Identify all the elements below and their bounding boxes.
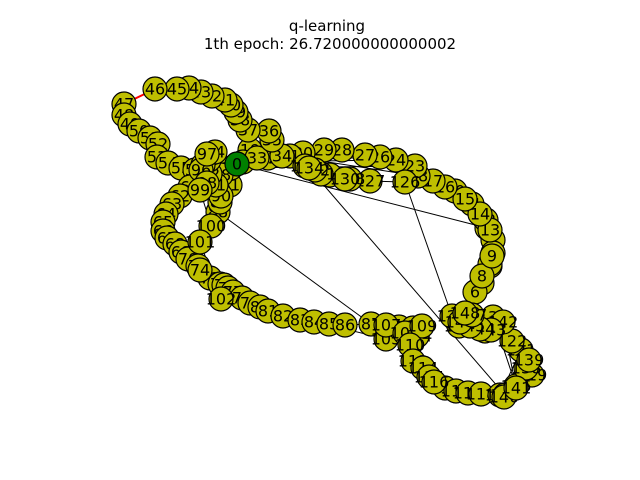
node-label: 102 — [206, 290, 237, 309]
graph-node: 46 — [142, 76, 168, 102]
start-node: 0 — [224, 151, 250, 177]
node-circle — [467, 201, 493, 227]
graph-node: 102 — [206, 286, 237, 312]
graph-node: 148 — [450, 300, 481, 326]
graph-edge — [404, 181, 453, 317]
graph-node: 8 — [469, 263, 495, 289]
node-label: 46 — [145, 80, 165, 99]
graph-node: 74 — [187, 257, 213, 283]
graph-node: 127 — [355, 168, 386, 194]
node-label: 27 — [355, 146, 375, 165]
graph-node: 33 — [244, 145, 270, 171]
node-label: 0 — [232, 155, 242, 174]
graph-node: 109 — [407, 313, 438, 339]
node-label: 6 — [470, 283, 480, 302]
node-circle — [332, 166, 358, 192]
graph-node: 134 — [294, 155, 325, 181]
node-label: 9 — [487, 247, 497, 266]
node-label: 122 — [497, 332, 528, 351]
graph-node: 130 — [330, 166, 361, 192]
node-label: 36 — [259, 122, 279, 141]
node-label: 86 — [335, 316, 355, 335]
graph-node: 86 — [332, 312, 358, 338]
node-circle — [187, 257, 213, 283]
graph-node: 122 — [497, 328, 528, 354]
graph-node: 45 — [164, 76, 190, 102]
node-circle — [503, 375, 529, 401]
node-circle — [469, 263, 495, 289]
graph-node: 36 — [256, 118, 282, 144]
graph-node: 141 — [501, 375, 532, 401]
graph-nodes: 1234567891011121314151617181920212223242… — [111, 75, 547, 410]
node-label: 101 — [185, 233, 216, 252]
graph-node: 27 — [352, 142, 378, 168]
node-circle — [479, 243, 505, 269]
node-label: 134 — [294, 159, 325, 178]
graph-node: 29 — [311, 137, 337, 163]
node-label: 33 — [247, 149, 267, 168]
graph-node: 101 — [185, 229, 216, 255]
node-label: 97 — [197, 145, 217, 164]
node-label: 126 — [390, 173, 421, 192]
node-circle — [187, 177, 213, 203]
node-label: 109 — [407, 317, 438, 336]
node-label: 8 — [477, 267, 487, 286]
graph-node: 9 — [479, 243, 505, 269]
graph-edge — [308, 167, 506, 396]
figure-title: q-learning — [289, 17, 365, 35]
node-label: 14 — [470, 205, 490, 224]
node-circle — [187, 229, 213, 255]
graph-node: 118 — [466, 381, 496, 407]
graph-node: 15 — [452, 186, 478, 212]
node-circle — [332, 312, 358, 338]
graph-node: 116 — [419, 369, 450, 395]
node-circle — [208, 286, 234, 312]
node-label: 29 — [314, 141, 334, 160]
node-circle — [421, 369, 447, 395]
node-label: 116 — [419, 373, 450, 392]
node-label: 45 — [167, 80, 187, 99]
node-label: 127 — [355, 172, 386, 191]
node-label: 141 — [501, 379, 532, 398]
node-circle — [392, 169, 418, 195]
node-label: 139 — [514, 351, 545, 370]
node-circle — [452, 300, 478, 326]
graph-node: 28 — [329, 137, 355, 163]
node-label: 130 — [330, 170, 361, 189]
figure-subtitle: 1th epoch: 26.720000000000002 — [204, 35, 456, 53]
graph-node: 99 — [187, 177, 213, 203]
graph-node: 139 — [514, 347, 545, 373]
node-label: 74 — [190, 261, 210, 280]
node-circle — [194, 141, 220, 167]
node-label: 148 — [450, 304, 481, 323]
graph-node: 14 — [467, 201, 493, 227]
node-circle — [516, 347, 542, 373]
graph-node: 97 — [194, 141, 220, 167]
node-label: 15 — [455, 190, 475, 209]
graph-edge — [236, 163, 488, 229]
node-circle — [452, 186, 478, 212]
graph-edge — [217, 211, 372, 325]
node-circle — [296, 155, 322, 181]
node-circle — [409, 313, 435, 339]
graph-node: 126 — [390, 169, 421, 195]
node-label: 28 — [332, 141, 352, 160]
node-circle — [224, 151, 250, 177]
node-circle — [142, 76, 168, 102]
node-label: 99 — [190, 181, 210, 200]
